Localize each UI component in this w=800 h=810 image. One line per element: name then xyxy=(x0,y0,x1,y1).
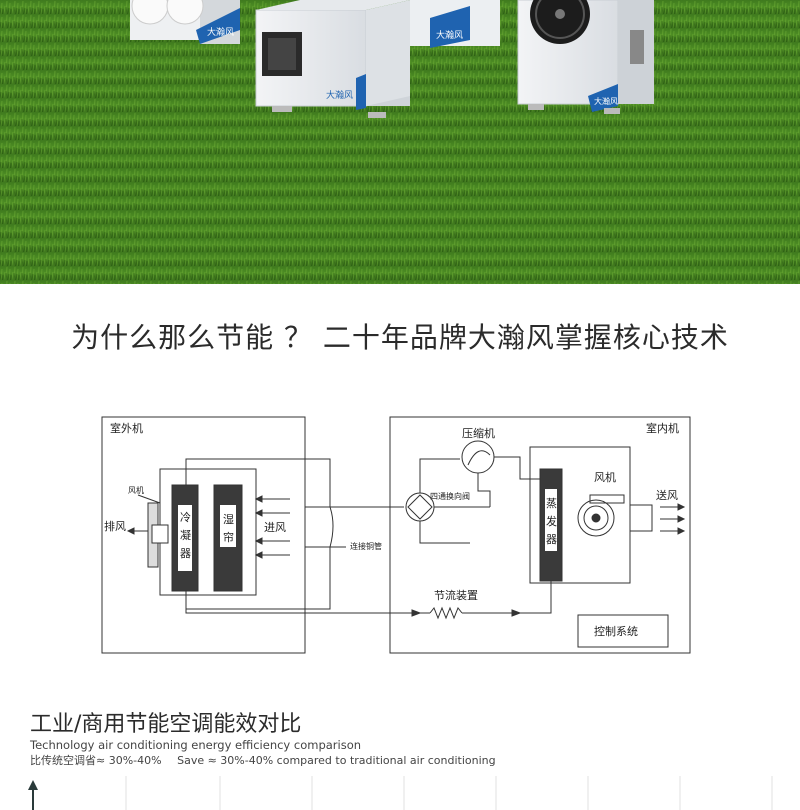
label-condenser-2: 凝 xyxy=(180,528,191,542)
supply-arrows xyxy=(660,503,686,535)
system-diagram: 室外机 室内机 风机 排风 进风 冷 凝 器 湿 帘 蒸 发 器 连接铜管 压缩… xyxy=(101,416,691,654)
svg-text:大瀚风: 大瀚风 xyxy=(326,89,353,101)
pipe-top xyxy=(185,458,404,508)
svg-text:大瀚风: 大瀚风 xyxy=(436,29,463,41)
page-headline: 为什么那么节能 ？ 二十年品牌大瀚风掌握核心技术 xyxy=(71,321,729,354)
y-axis-arrow-icon xyxy=(28,780,38,790)
hero-illustration: 大瀚风 大瀚风 大瀚风 大瀚风 xyxy=(0,0,800,284)
label-outdoor-unit: 室外机 xyxy=(110,421,143,435)
comparison-savings: 比传统空调省≈ 30%-40% Save ≈ 30%-40% compared … xyxy=(30,752,508,768)
label-condenser-1: 冷 xyxy=(180,511,191,524)
label-four-way-valve: 四通换向阀 xyxy=(430,491,470,501)
label-fan-outdoor: 风机 xyxy=(128,485,144,495)
label-condenser-3: 器 xyxy=(180,547,191,560)
outdoor-unit-box xyxy=(101,416,306,654)
savings-cn: 比传统空调省≈ 30%-40% xyxy=(30,754,162,767)
ac-unit-2: 大瀚风 xyxy=(255,0,410,118)
label-supply-air: 送风 xyxy=(656,488,678,502)
savings-en: Save ≈ 30%-40% compared to traditional a… xyxy=(177,754,496,767)
control-system-box xyxy=(577,614,669,648)
svg-text:大瀚风: 大瀚风 xyxy=(594,96,618,106)
label-control-system: 控制系统 xyxy=(594,624,638,638)
ac-unit-1: 大瀚风 xyxy=(130,0,240,44)
comparison-subtitle: Technology air conditioning energy effic… xyxy=(30,738,362,752)
indoor-unit-box xyxy=(389,416,691,654)
label-wet-curtain-1: 湿 xyxy=(223,513,234,526)
label-air-intake: 进风 xyxy=(264,521,286,534)
indoor-fan xyxy=(577,499,615,537)
hero-photo: 大瀚风 大瀚风 大瀚风 大瀚风 xyxy=(0,0,800,284)
label-evaporator-3: 器 xyxy=(546,533,557,546)
comparison-title: 工业/商用节能空调能效对比 xyxy=(30,712,302,737)
label-evaporator-2: 发 xyxy=(546,514,557,528)
ac-unit-3: 大瀚风 xyxy=(410,0,500,48)
throttle-coil xyxy=(429,606,463,620)
label-wet-curtain-2: 帘 xyxy=(223,530,234,544)
label-indoor-unit: 室内机 xyxy=(646,421,679,435)
label-fan-indoor: 风机 xyxy=(594,470,616,484)
label-connecting-pipe: 连接铜管 xyxy=(350,541,382,551)
label-compressor: 压缩机 xyxy=(462,426,495,440)
svg-text:大瀚风: 大瀚风 xyxy=(207,26,234,38)
label-exhaust: 排风 xyxy=(104,519,126,533)
compressor xyxy=(461,440,495,474)
comparison-chart-top xyxy=(28,776,773,810)
intake-arrows xyxy=(254,495,290,559)
label-evaporator-1: 蒸 xyxy=(546,497,557,510)
ac-unit-4: 大瀚风 xyxy=(517,0,654,114)
label-throttle: 节流装置 xyxy=(434,588,478,602)
